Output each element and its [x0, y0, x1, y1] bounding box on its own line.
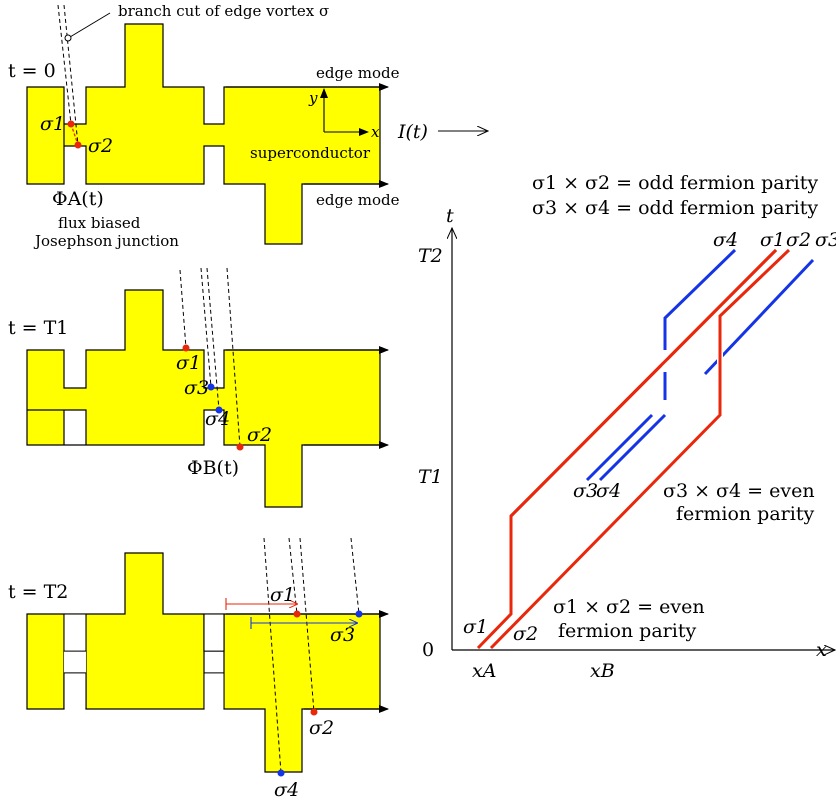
tick-xA: xA: [472, 660, 496, 682]
branch-cut: [179, 269, 187, 349]
vortex-label-sigma2: σ2: [247, 424, 272, 446]
junction-B-upper: [203, 614, 225, 652]
current-label: I(t): [397, 121, 428, 143]
branch-cut: [200, 267, 212, 388]
axis-x-label: x: [371, 123, 380, 141]
worldline-top-sigma1: σ1: [760, 229, 785, 251]
worldline-sigma2: [489, 248, 791, 650]
junction-B-notch: [204, 614, 224, 651]
vortex-label-sigma4: σ4: [274, 779, 299, 799]
vortex-sigma3: [207, 383, 215, 391]
vortex-sigma4: [215, 406, 223, 414]
vortex-sigma1: [182, 344, 190, 352]
vortex-label-sigma1: σ1: [176, 352, 201, 374]
vortex-sigma3: [355, 610, 363, 618]
flux-label-B: ΦB(t): [187, 457, 239, 479]
vortex-label-sigma4: σ4: [205, 408, 230, 430]
junction-A-lower: [63, 672, 87, 709]
time-label-t1: t = T1: [8, 317, 68, 339]
superconductor-shape-t1: [26, 289, 381, 508]
worldline-sigma4-upper: [663, 248, 737, 400]
superconductor-shape-t0: [26, 23, 381, 245]
branch-cut: [63, 4, 79, 146]
vortex-label-sigma1: σ1: [40, 113, 65, 135]
worldline-sigma4: [585, 413, 654, 482]
axis-t-label: t: [446, 205, 454, 227]
vortex-label-sigma3: σ3: [184, 377, 209, 399]
worldline-bottom-sigma1: σ1: [463, 616, 488, 638]
branch-cut: [57, 4, 72, 125]
vortex-sigma4: [277, 769, 285, 777]
worldline-bottom-sigma2: σ2: [513, 623, 538, 645]
tick-T2: T2: [418, 245, 443, 267]
parity-even-12-line2: fermion parity: [558, 620, 696, 642]
tick-T1: T1: [418, 466, 443, 488]
worldline-sigma1: [476, 248, 778, 650]
vortex-label-sigma3: σ3: [330, 624, 355, 646]
branch-cut-marker: [64, 34, 72, 42]
junction-label-line1: flux biased: [58, 214, 141, 232]
branch-cut: [226, 267, 241, 448]
vortex-sigma2: [236, 443, 244, 451]
spacetime-diagram: σ1 × σ2 = odd fermion parity σ3 × σ4 = o…: [418, 172, 836, 682]
branch-cut: [263, 537, 282, 774]
worldline-top-sigma2: σ2: [786, 229, 811, 251]
junction-A-notch: [64, 673, 86, 709]
worldline-sigma3: [598, 413, 667, 482]
note-pointer: [69, 12, 111, 38]
parity-odd-12: σ1 × σ2 = odd fermion parity: [532, 172, 818, 194]
time-label-t2: t = T2: [8, 581, 68, 603]
axis-x-label: x: [816, 639, 827, 661]
edge-mode-label-lower: edge mode: [316, 191, 400, 209]
vortex-label-sigma1: σ1: [270, 584, 295, 606]
flux-label-A: ΦA(t): [52, 188, 104, 210]
vortex-label-sigma2: σ2: [309, 717, 334, 739]
panel-t0: y x t = 0 branch cut of edge vortex σ ed…: [8, 2, 400, 250]
vortex-label-sigma2: σ2: [88, 135, 113, 157]
branch-cut: [350, 537, 360, 615]
branch-cut-red: [70, 123, 79, 146]
vortex-sigma2: [310, 708, 318, 716]
junction-label-line2: Josephson junction: [33, 232, 179, 250]
edge-mode-label-upper: edge mode: [316, 64, 400, 82]
parity-even-34-line2: fermion parity: [676, 503, 814, 525]
tick-xB: xB: [590, 660, 615, 682]
vortex-sigma2: [74, 141, 82, 149]
worldline-top-sigma3: σ3: [815, 229, 836, 251]
branch-cut-note: branch cut of edge vortex σ: [118, 2, 329, 20]
junction-A-notch: [64, 614, 86, 651]
branch-cut: [299, 537, 315, 713]
worldline-sigma1-over: [509, 248, 778, 518]
junction-gap: [64, 651, 86, 673]
vortex-sigma1: [67, 120, 75, 128]
panel-t2: t = T2 σ1 σ3 σ2 σ4: [8, 537, 389, 799]
vortex-sigma1: [293, 610, 301, 618]
parity-even-12-line1: σ1 × σ2 = even: [553, 596, 705, 618]
branch-cut: [206, 267, 220, 411]
junction-B-notch: [204, 673, 224, 709]
superconductor-label: superconductor: [250, 144, 371, 162]
time-label-t0: t = 0: [8, 60, 56, 82]
tick-0: 0: [422, 639, 434, 661]
worldline-mid-sigma3: σ3: [573, 480, 598, 502]
parity-even-34-line1: σ3 × σ4 = even: [663, 480, 815, 502]
axis-y-label: y: [308, 89, 318, 107]
worldline-mid-sigma4: σ4: [596, 480, 621, 502]
junction-A-upper: [63, 614, 87, 652]
panel-t1: t = T1 σ1 σ3 σ4 σ2 ΦB(t): [8, 267, 389, 508]
parity-odd-34: σ3 × σ4 = odd fermion parity: [532, 197, 818, 219]
worldline-top-sigma4: σ4: [713, 229, 738, 251]
